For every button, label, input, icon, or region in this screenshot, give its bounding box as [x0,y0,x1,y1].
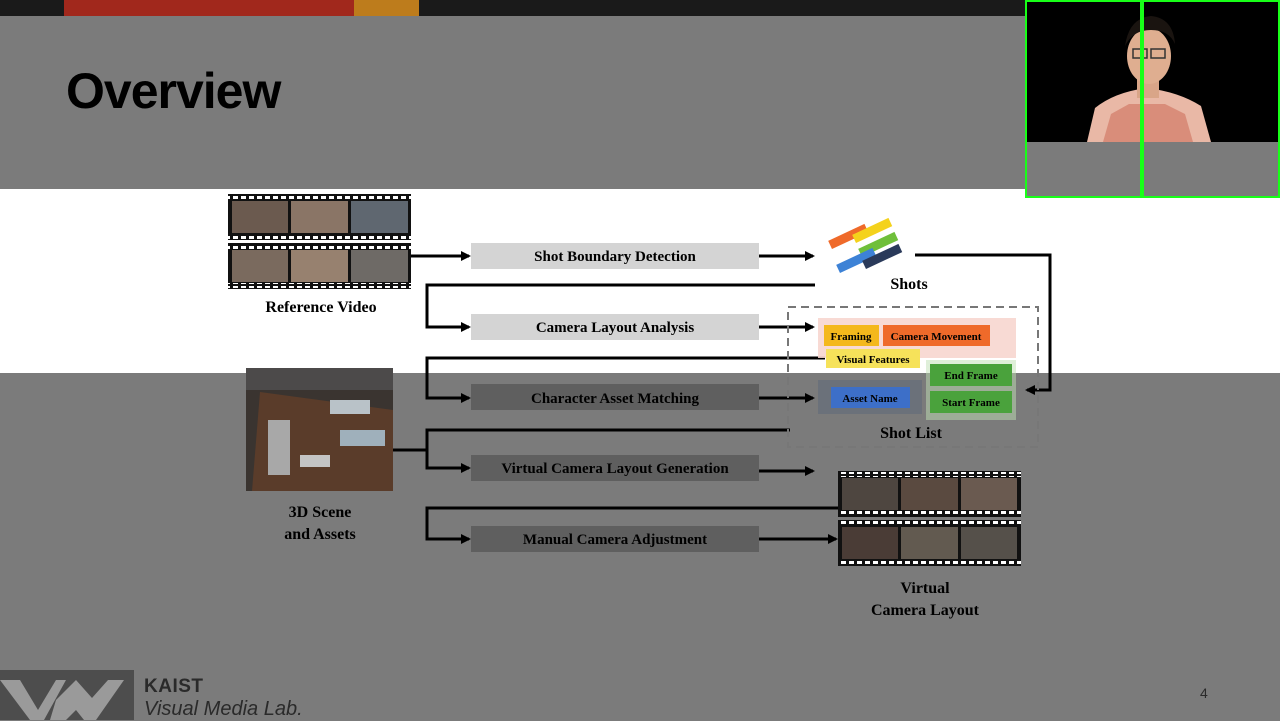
output-label-line1: Virtual [900,580,950,597]
page-number: 4 [1200,685,1208,701]
step-manual-camera-adjustment: Manual Camera Adjustment [471,526,759,552]
webcam-lower-area [1025,142,1280,198]
step-character-asset-matching: Character Asset Matching [471,384,759,410]
tag-end-frame: End Frame [944,370,998,382]
connector-lines [393,251,1052,544]
shots-label: Shots [890,276,927,293]
step-shot-boundary-detection: Shot Boundary Detection [471,243,759,269]
webcam-video [1025,0,1280,142]
kaist-logo: KAIST Visual Media Lab. [0,670,340,720]
shot-list-box: Framing Camera Movement Visual Features … [787,306,1039,448]
webcam-frame-left [1025,0,1144,198]
step-label: Manual Camera Adjustment [523,532,707,548]
shot-list-label: Shot List [880,425,942,442]
3d-scene-image [246,368,393,491]
webcam-frame-right [1140,0,1280,198]
step-label: Character Asset Matching [531,391,700,407]
highlight-band [0,189,1280,373]
top-bar-accent-orange [354,0,419,16]
tag-framing: Framing [831,331,872,343]
scene-label-line1: 3D Scene [289,504,352,521]
vml-logo-mark [0,670,134,720]
logo-text-kaist: KAIST [144,676,204,697]
logo-text-lab: Visual Media Lab. [144,698,303,720]
step-label: Virtual Camera Layout Generation [501,461,729,477]
step-camera-layout-analysis: Camera Layout Analysis [471,314,759,340]
presenter-image [1025,0,1280,142]
reference-video-filmstrip [228,194,411,289]
output-label-line2: Camera Layout [871,602,980,619]
scene-label-line2: and Assets [284,526,356,543]
presenter-webcam [1025,0,1280,198]
tag-start-frame: Start Frame [942,397,1000,409]
vml-logo-icon [0,680,124,720]
step-virtual-camera-layout-generation: Virtual Camera Layout Generation [471,455,759,481]
slide-top-bar [0,0,1280,16]
tag-visual-features: Visual Features [836,354,910,366]
tag-camera-movement: Camera Movement [891,331,982,343]
virtual-camera-layout-filmstrip [838,471,1021,566]
reference-video-label: Reference Video [265,299,376,316]
shots-icon [828,217,903,273]
slide-title: Overview [66,63,281,119]
tag-asset-name: Asset Name [842,393,897,405]
step-label: Camera Layout Analysis [536,320,695,336]
step-label: Shot Boundary Detection [534,249,696,265]
top-bar-accent-red [64,0,354,16]
